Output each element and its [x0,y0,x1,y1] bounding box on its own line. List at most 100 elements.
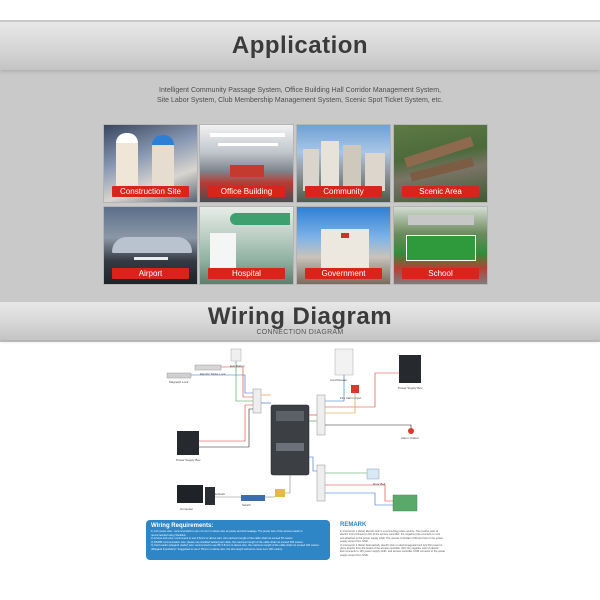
remark-line: lock connects to 12V power supply GND, a… [340,550,446,554]
exit-button-label: Exit Button [230,364,245,368]
school-building [408,215,474,225]
green-canopy [230,213,290,225]
power-supply-right-label: Power Supply Box [398,386,423,390]
worker-figure [116,135,138,195]
sports-field [406,235,476,261]
terminal-roof [112,237,192,253]
remark: REMARK 1) Connector 1 (Door) Electric lo… [340,522,452,560]
tile-label-bar [112,186,189,197]
tile-label: Government [321,269,366,278]
tile-label-bar [112,268,189,279]
terminal-block-bottom [316,464,326,502]
tile-label: Airport [138,269,163,278]
wiring-diagram [166,348,421,512]
network-label: Network [214,492,226,496]
wiring-subtitle: CONNECTION DIAGRAM [256,329,344,336]
fire-alarm-label: Fire Alarm Input [340,396,362,400]
tile-community: Community [296,124,391,203]
emblem [341,233,349,238]
alarm-output-label: Alarm Output [401,436,419,440]
requirement-line: 2) Access lock wire: recommend to use 0.… [151,537,294,541]
wiring-requirements-title: Wiring Requirements: [151,523,214,529]
relay-board-icon [392,494,418,512]
apartment-block-3 [343,145,361,191]
power-supply-right-icon [399,355,421,383]
alarm-output-icon [408,428,414,434]
controller-ports [276,443,304,451]
exit-button-icon [230,348,242,362]
switch-icon [241,495,265,501]
door-bell-label: Door Bell [373,482,386,486]
tile-label-bar [208,268,285,279]
tile-label: School [428,269,453,278]
magnetic-lock-icon [166,372,192,379]
runway-line [134,257,168,260]
tile-label-bar [208,186,285,197]
tile-school: School [393,206,488,285]
wiring-header: Wiring Diagram CONNECTION DIAGRAM [0,302,600,340]
card-reader-label: Card Reader [330,378,348,382]
requirement-line: 4) Card reader (wiegand reader) wire: re… [151,544,320,548]
switch-label: Switch [242,503,251,507]
application-title: Application [231,32,369,59]
tile-airport: Airport [103,206,198,285]
tile-scenic-area: Scenic Area [393,124,488,203]
requirement-line: (Wiegand Input/Alarm: Suggested to use 0… [151,547,283,551]
remark-line: supply output from GND. [340,553,369,557]
remark-title: REMARK [340,522,367,528]
worker-figure-2 [152,137,174,197]
door-bell-icon [366,468,380,480]
requirement-line: recommended using Sheilded. [151,533,187,537]
helmet-white [116,133,138,143]
apartment-block-2 [321,141,339,191]
requirement-line: 1) 12V power wire - recommended to use 1… [151,530,303,533]
tile-label: Hospital [232,269,261,278]
remark-line: given directly from the board of the acc… [340,547,439,551]
apartment-block-4 [365,153,385,191]
application-description: Intelligent Community Passage System, Of… [100,86,500,105]
computer-tower-icon [205,487,215,505]
tile-label-bar [305,268,382,279]
application-description-line-2: Site Labor System, Club Membership Manag… [157,96,443,104]
ceiling-light-2 [218,143,278,146]
application-description-line-1: Intelligent Community Passage System, Of… [159,87,441,94]
terminal-block-right [316,394,326,436]
card-reader-icon [334,348,354,376]
reception-desk [230,165,264,177]
electric-strike-lock-icon [194,364,222,371]
tile-office-building: Office Building [199,124,294,203]
application-header: Application [0,22,600,70]
wiring-requirements: Wiring Requirements: 1) 12V power wire -… [146,520,330,560]
apartment-block [303,149,319,191]
ceiling-light [210,133,285,137]
computer-label: Computer [180,507,194,511]
power-supply-left-icon [177,431,199,455]
tile-government: Government [296,206,391,285]
wires [191,361,412,506]
top-margin [0,0,600,20]
remark-line: electric lock connects to NC of the acce… [340,533,441,537]
network-port-icon [275,489,285,497]
tile-hospital: Hospital [199,206,294,285]
electric-strike-lock-label: Electric Strike Lock [200,372,226,376]
terminal-block-left [252,388,262,414]
tile-label: Office Building [220,187,273,196]
remark-line: and attached to the power supply GND. Th… [340,536,443,540]
tile-label-bar [402,268,479,279]
computer-monitor-icon [177,485,203,503]
tile-construction-site: Construction Site [103,124,198,203]
helmet-blue [152,135,174,145]
tile-label-bar [402,186,479,197]
remark-line: 2) Connector 2 (Door) Alternatively, ele… [340,543,443,547]
requirement-line: 3) RS485 communication wire: please use … [151,540,304,544]
tile-label-bar [305,186,382,197]
remark-line: 1) Connector 1 (Door) Electric lock is a… [340,530,438,533]
wiring-title: Wiring Diagram [207,303,393,330]
controller-screen [276,411,304,421]
tile-label: Construction Site [120,187,181,196]
remark-line: supply output from GND. [340,540,369,544]
fire-alarm-icon [351,385,359,393]
tile-label: Community [323,187,364,196]
power-supply-left-label: Power Supply Box [176,458,201,462]
tile-label: Scenic Area [419,187,462,196]
